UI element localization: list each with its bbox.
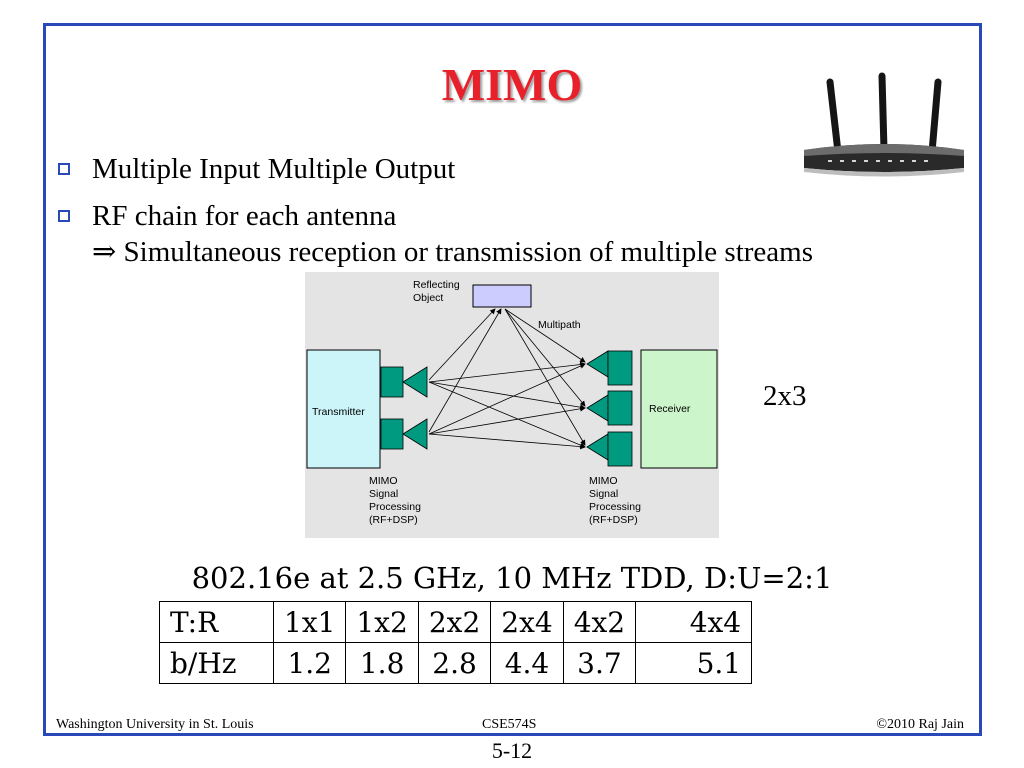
reflecting-object-label-2: Object (413, 292, 443, 304)
footer-right: ©2010 Raj Jain (876, 717, 964, 732)
footer-left: Washington University in St. Louis (56, 717, 254, 732)
antenna-ratio-label: 2x3 (763, 380, 807, 412)
table-cell: 4x2 (562, 601, 637, 643)
table-cell: 2.8 (417, 642, 492, 684)
rx-processing-label-2: Signal (589, 488, 618, 500)
table-cell: 1.2 (272, 642, 347, 684)
tx-processing-label-3: Processing (369, 501, 421, 513)
table-cell: 1.8 (345, 642, 419, 684)
table-cell: 1x2 (345, 601, 419, 643)
mimo-diagram: Reflecting Object Multipath Transmitter … (305, 272, 719, 538)
footer-center: CSE574S (482, 717, 537, 732)
table-cell: 2x4 (490, 601, 564, 643)
slide-title: MIMO (441, 59, 583, 110)
reflecting-object-label-1: Reflecting (413, 279, 460, 291)
tx-processing-label-1: MIMO (369, 475, 398, 487)
table-cell: 5.1 (635, 642, 753, 684)
rx-antenna-1 (586, 350, 633, 386)
table-cell: b/Hz (159, 642, 274, 684)
table-header-row: T:R 1x1 1x2 2x2 2x4 4x2 4x4 (159, 601, 753, 643)
rx-antenna-3 (586, 431, 633, 467)
bullet-2-subtext: ⇒ Simultaneous reception or transmission… (92, 236, 813, 268)
transmitter-label: Transmitter (312, 406, 365, 418)
tx-processing-label-2: Signal (369, 488, 398, 500)
tx-antenna-2 (380, 418, 428, 450)
receiver-box (640, 349, 718, 469)
reflecting-object-box (472, 284, 532, 308)
receiver-label: Receiver (649, 403, 691, 415)
bullet-2-text: RF chain for each antenna (92, 200, 397, 232)
table-caption: 802.16e at 2.5 GHz, 10 MHz TDD, D:U=2:1 (191, 561, 833, 595)
rx-antenna-2 (586, 390, 633, 426)
rx-processing-label-1: MIMO (589, 475, 618, 487)
bullet-1-text: Multiple Input Multiple Output (92, 153, 456, 185)
table-row: b/Hz 1.2 1.8 2.8 4.4 3.7 5.1 (159, 642, 753, 684)
table-cell: T:R (159, 601, 274, 643)
table-cell: 4x4 (635, 601, 753, 643)
rx-processing-label-3: Processing (589, 501, 641, 513)
signal-paths (428, 308, 586, 450)
bullet-box-icon (58, 163, 70, 175)
table-cell: 1x1 (272, 601, 347, 643)
table-cell: 3.7 (562, 642, 637, 684)
slide-frame (43, 23, 982, 736)
transmitter-box (306, 349, 381, 469)
router-image (804, 72, 964, 177)
tx-processing-label-4: (RF+DSP) (369, 514, 418, 526)
page-number: 5-12 (491, 738, 533, 763)
rx-processing-label-4: (RF+DSP) (589, 514, 638, 526)
spectral-efficiency-table: T:R 1x1 1x2 2x2 2x4 4x2 4x4 b/Hz 1.2 1.8… (159, 601, 753, 684)
bullet-box-icon (58, 210, 70, 222)
tx-antenna-1 (380, 366, 428, 398)
multipath-label: Multipath (538, 319, 581, 331)
table-cell: 4.4 (490, 642, 564, 684)
table-cell: 2x2 (417, 601, 492, 643)
